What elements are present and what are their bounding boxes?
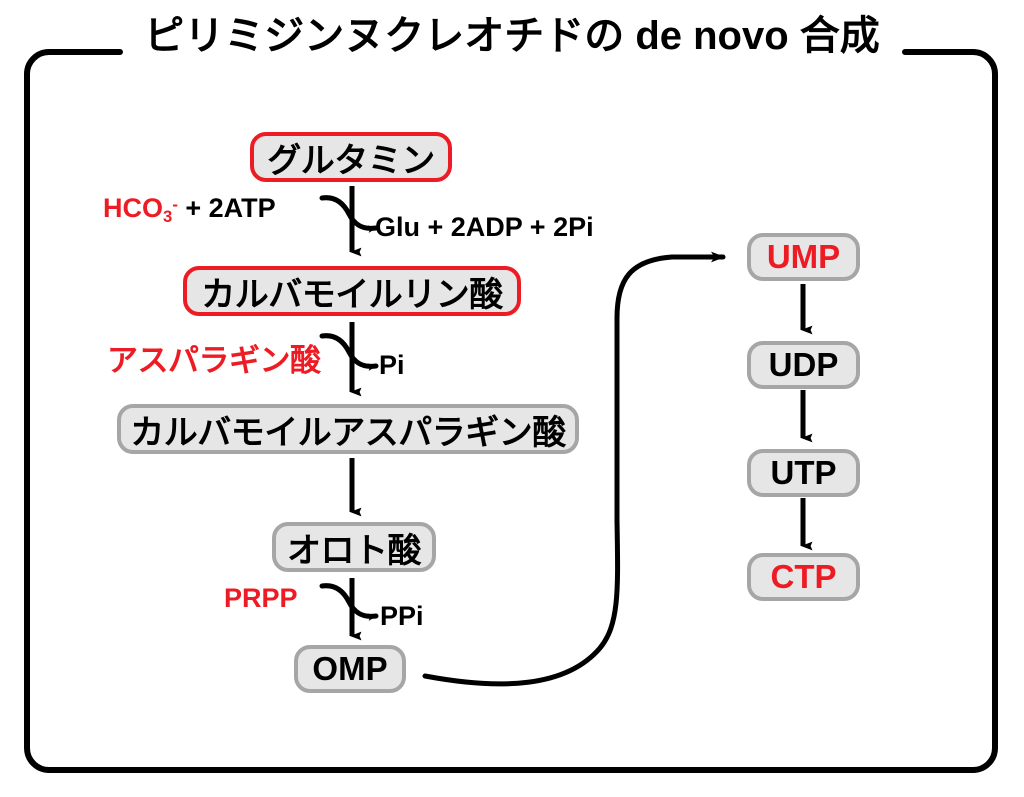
- node-ump-label: UMP: [766, 238, 841, 275]
- node-carbamoyl-phosphate[interactable]: カルバモイルリン酸: [183, 266, 521, 316]
- node-utp[interactable]: UTP: [747, 449, 860, 497]
- node-orotate-label: オロト酸: [287, 531, 422, 570]
- label-ppi: PPi: [380, 601, 424, 631]
- node-glutamine-label: グルタミン: [267, 141, 435, 180]
- node-udp-label: UDP: [768, 346, 839, 383]
- label-bicarbonate-extra: + 2ATP: [177, 193, 276, 223]
- outer-frame: [24, 49, 998, 773]
- node-udp[interactable]: UDP: [747, 341, 860, 389]
- label-aspartate: アスパラギン酸: [107, 343, 321, 378]
- label-pi: Pi: [379, 350, 405, 380]
- node-ump[interactable]: UMP: [747, 233, 860, 281]
- label-bicarbonate-formula: HCO3-: [103, 193, 178, 227]
- node-ctp-label: CTP: [770, 558, 837, 595]
- node-utp-label: UTP: [770, 454, 837, 491]
- node-glutamine[interactable]: グルタミン: [250, 132, 452, 182]
- label-prpp: PRPP: [224, 583, 298, 613]
- arrow-cps-reaction: [319, 186, 379, 257]
- node-carbamoyl-aspartate-label: カルバモイルアスパラギン酸: [130, 413, 566, 452]
- arrow-omp-synthase-reaction: [319, 578, 379, 641]
- node-carbamoyl-phosphate-label: カルバモイルリン酸: [201, 275, 503, 314]
- label-glu-2adp-2pi: Glu + 2ADP + 2Pi: [375, 212, 594, 242]
- label-bicarbonate: HCO3- + 2ATP: [103, 193, 276, 227]
- arrow-atcase-reaction: [319, 322, 379, 397]
- node-omp[interactable]: OMP: [294, 645, 406, 693]
- node-carbamoyl-aspartate[interactable]: カルバモイルアスパラギン酸: [117, 404, 579, 454]
- page-title: ピリミジンヌクレオチドの de novo 合成: [144, 14, 880, 58]
- node-ctp[interactable]: CTP: [747, 553, 860, 601]
- node-omp-label: OMP: [312, 650, 388, 687]
- node-orotate[interactable]: オロト酸: [272, 522, 436, 572]
- omp-to-ump-connector: [422, 251, 726, 687]
